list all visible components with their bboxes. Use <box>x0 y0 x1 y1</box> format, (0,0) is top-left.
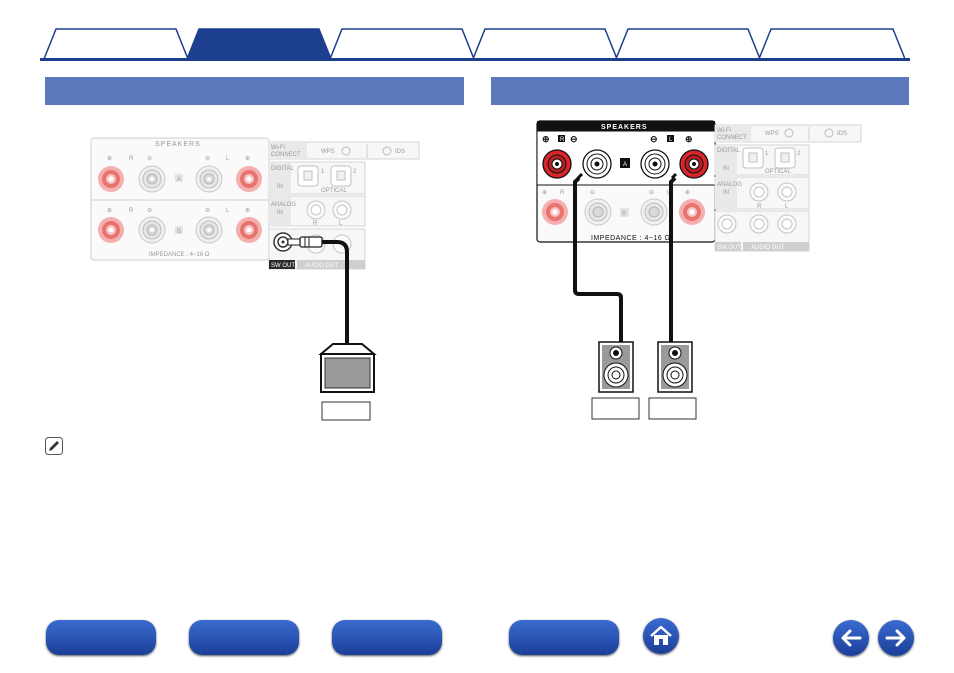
svg-text:ANALOG: ANALOG <box>717 182 742 188</box>
nav-button-4[interactable] <box>509 620 619 655</box>
impedance-label-bold: IMPEDANCE : 4~16 Ω <box>591 235 670 242</box>
arrow-left-icon <box>841 629 862 647</box>
svg-text:L: L <box>339 221 343 227</box>
nav-button-1[interactable] <box>46 620 156 655</box>
tab-6[interactable] <box>757 27 907 59</box>
svg-text:AUDIO OUT: AUDIO OUT <box>305 263 339 269</box>
svg-text:L: L <box>669 137 673 143</box>
svg-text:⊕: ⊕ <box>107 156 112 162</box>
svg-text:B: B <box>622 211 626 217</box>
speakers-label-bold: SPEAKERS <box>601 124 648 131</box>
svg-text:⊕: ⊕ <box>107 208 112 214</box>
svg-text:⊕: ⊕ <box>685 134 693 144</box>
svg-text:DIGITAL: DIGITAL <box>717 148 741 154</box>
svg-text:⊕: ⊕ <box>542 134 550 144</box>
svg-text:OPTICAL: OPTICAL <box>321 188 347 194</box>
svg-text:⊖: ⊖ <box>590 190 595 196</box>
svg-text:IN: IN <box>723 190 729 196</box>
svg-text:ANALOG: ANALOG <box>271 202 296 208</box>
speaker-right <box>598 341 634 393</box>
svg-text:IDS: IDS <box>837 131 847 137</box>
svg-text:⊕: ⊕ <box>245 208 250 214</box>
forward-button[interactable] <box>878 620 914 656</box>
svg-text:IDS: IDS <box>395 149 405 155</box>
tab-2[interactable] <box>185 27 333 59</box>
svg-text:CONNECT: CONNECT <box>271 152 301 158</box>
svg-text:DIGITAL: DIGITAL <box>271 166 295 172</box>
svg-text:L: L <box>226 156 230 162</box>
svg-text:⊕: ⊕ <box>245 156 250 162</box>
svg-text:Wi-Fi: Wi-Fi <box>271 145 285 151</box>
svg-text:R: R <box>129 208 134 214</box>
svg-text:2: 2 <box>797 151 801 157</box>
impedance-label: IMPEDANCE : 4~16 Ω <box>149 252 210 258</box>
tab-3[interactable] <box>328 27 476 59</box>
speakers-label: SPEAKERS <box>155 141 201 148</box>
sw-out-label: SW OUT <box>271 263 295 269</box>
nav-button-2[interactable] <box>189 620 299 655</box>
svg-text:⊖: ⊖ <box>147 156 152 162</box>
home-icon <box>650 625 672 645</box>
tab-1[interactable] <box>42 27 190 59</box>
svg-text:IN: IN <box>277 210 283 216</box>
svg-text:⊖: ⊖ <box>650 134 658 144</box>
tab-5[interactable] <box>614 27 762 59</box>
svg-text:WPS: WPS <box>321 149 335 155</box>
speaker-connection-diagram: SPEAKERS ⊕ R ⊖ ⊖ L ⊕ A ⊕ R ⊖ ⊖ L ⊕ B IMPED… <box>536 120 862 420</box>
svg-text:⊕: ⊕ <box>685 190 690 196</box>
arrow-right-icon <box>885 629 906 647</box>
svg-text:B: B <box>177 229 181 235</box>
subwoofer-top <box>318 343 377 355</box>
svg-text:A: A <box>623 162 627 168</box>
tab-4[interactable] <box>471 27 619 59</box>
svg-text:1: 1 <box>765 151 769 157</box>
svg-text:⊖: ⊖ <box>147 208 152 214</box>
svg-text:A: A <box>177 177 181 183</box>
section-header-right <box>491 77 909 105</box>
speaker-left <box>657 341 693 393</box>
svg-text:IN: IN <box>277 184 283 190</box>
svg-text:R: R <box>129 156 134 162</box>
svg-text:L: L <box>785 204 789 210</box>
svg-text:CONNECT: CONNECT <box>717 135 747 141</box>
svg-text:Wi-Fi: Wi-Fi <box>717 128 731 134</box>
svg-text:R: R <box>560 190 565 196</box>
svg-text:⊖: ⊖ <box>205 208 210 214</box>
svg-text:L: L <box>226 208 230 214</box>
svg-text:SW OUT: SW OUT <box>717 245 741 251</box>
nav-button-3[interactable] <box>332 620 442 655</box>
svg-text:OPTICAL: OPTICAL <box>765 169 791 175</box>
subwoofer-connection-diagram: SPEAKERS ⊕ R ⊖ ⊖ L ⊕ A ⊕ R ⊖ ⊖ L ⊕ B IMPEDAN… <box>90 137 420 421</box>
svg-text:R: R <box>757 204 762 210</box>
pencil-icon <box>45 437 63 455</box>
svg-text:IN: IN <box>723 166 729 172</box>
svg-text:⊖: ⊖ <box>570 134 578 144</box>
svg-text:WPS: WPS <box>765 131 779 137</box>
svg-text:R: R <box>560 137 565 143</box>
section-header-left <box>45 77 464 105</box>
back-button[interactable] <box>833 620 869 656</box>
tab-underline <box>40 58 910 61</box>
svg-text:⊖: ⊖ <box>649 190 654 196</box>
home-button[interactable] <box>643 618 679 654</box>
svg-text:2: 2 <box>353 169 357 175</box>
svg-text:⊖: ⊖ <box>205 156 210 162</box>
svg-text:1: 1 <box>321 169 325 175</box>
svg-text:R: R <box>313 221 318 227</box>
svg-text:AUDIO OUT: AUDIO OUT <box>751 245 785 251</box>
svg-text:⊕: ⊕ <box>542 190 547 196</box>
